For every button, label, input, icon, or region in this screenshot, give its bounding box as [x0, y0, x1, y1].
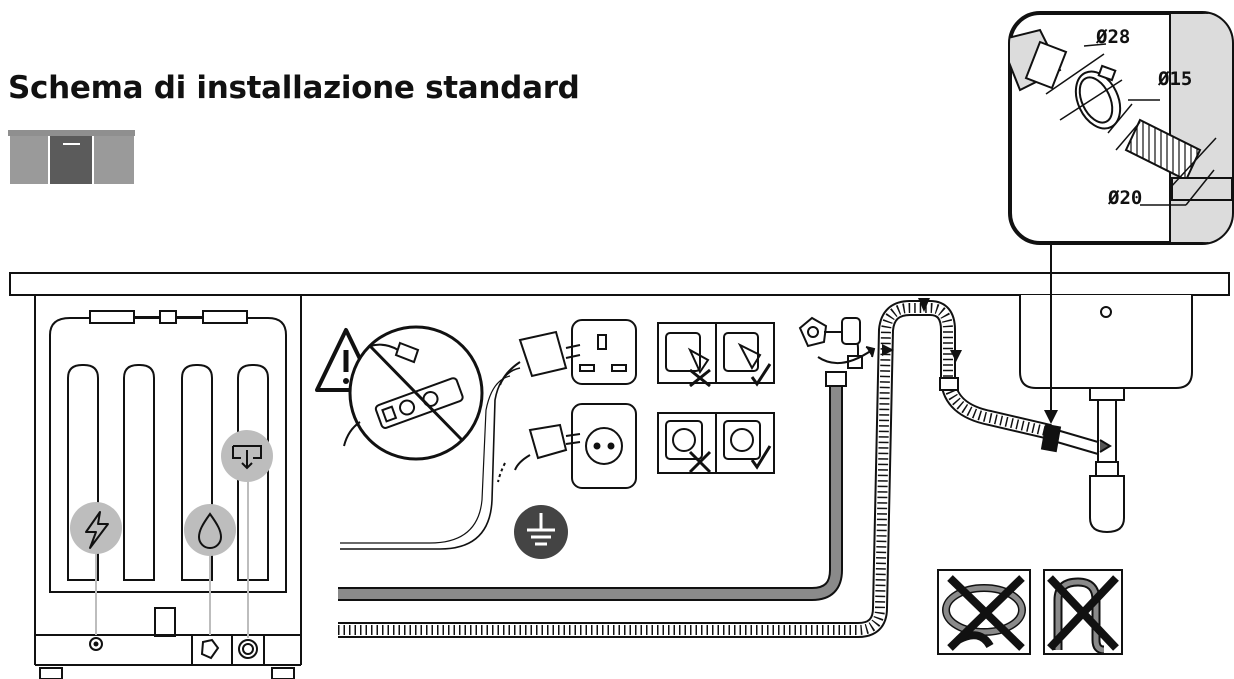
built-in-cabinet-icon: [8, 130, 135, 184]
plug-orientation-checks: [657, 322, 775, 474]
hose-inner-diameter-label: Ø15: [1157, 68, 1192, 90]
dishwasher-back-view: [34, 294, 302, 679]
ground-symbol-icon: [514, 505, 568, 559]
no-loop-hose-icon: [1043, 569, 1123, 655]
kitchen-sink: [1019, 295, 1193, 534]
electric-bolt-icon: [70, 502, 122, 554]
countertop: [9, 272, 1230, 296]
drain-hose: [338, 298, 1052, 638]
power-cord: [340, 367, 521, 550]
water-drop-icon: [184, 504, 236, 556]
water-tap-icon: [798, 316, 876, 369]
no-power-strip-icon: [343, 325, 484, 461]
drain-detail-zoom: Ø28 Ø15 Ø20: [1008, 11, 1234, 245]
electric-connection: [70, 502, 122, 651]
drain-connection: [221, 430, 273, 659]
page-title: Schema di installazione standard: [8, 70, 580, 106]
drain-outlet-diameter-label: Ø28: [1095, 26, 1130, 48]
plug-and-sockets: [497, 319, 637, 489]
no-kink-hose-icon: [937, 569, 1031, 655]
water-inlet-connection: [184, 504, 236, 660]
hose-outer-diameter-label: Ø20: [1107, 187, 1142, 209]
